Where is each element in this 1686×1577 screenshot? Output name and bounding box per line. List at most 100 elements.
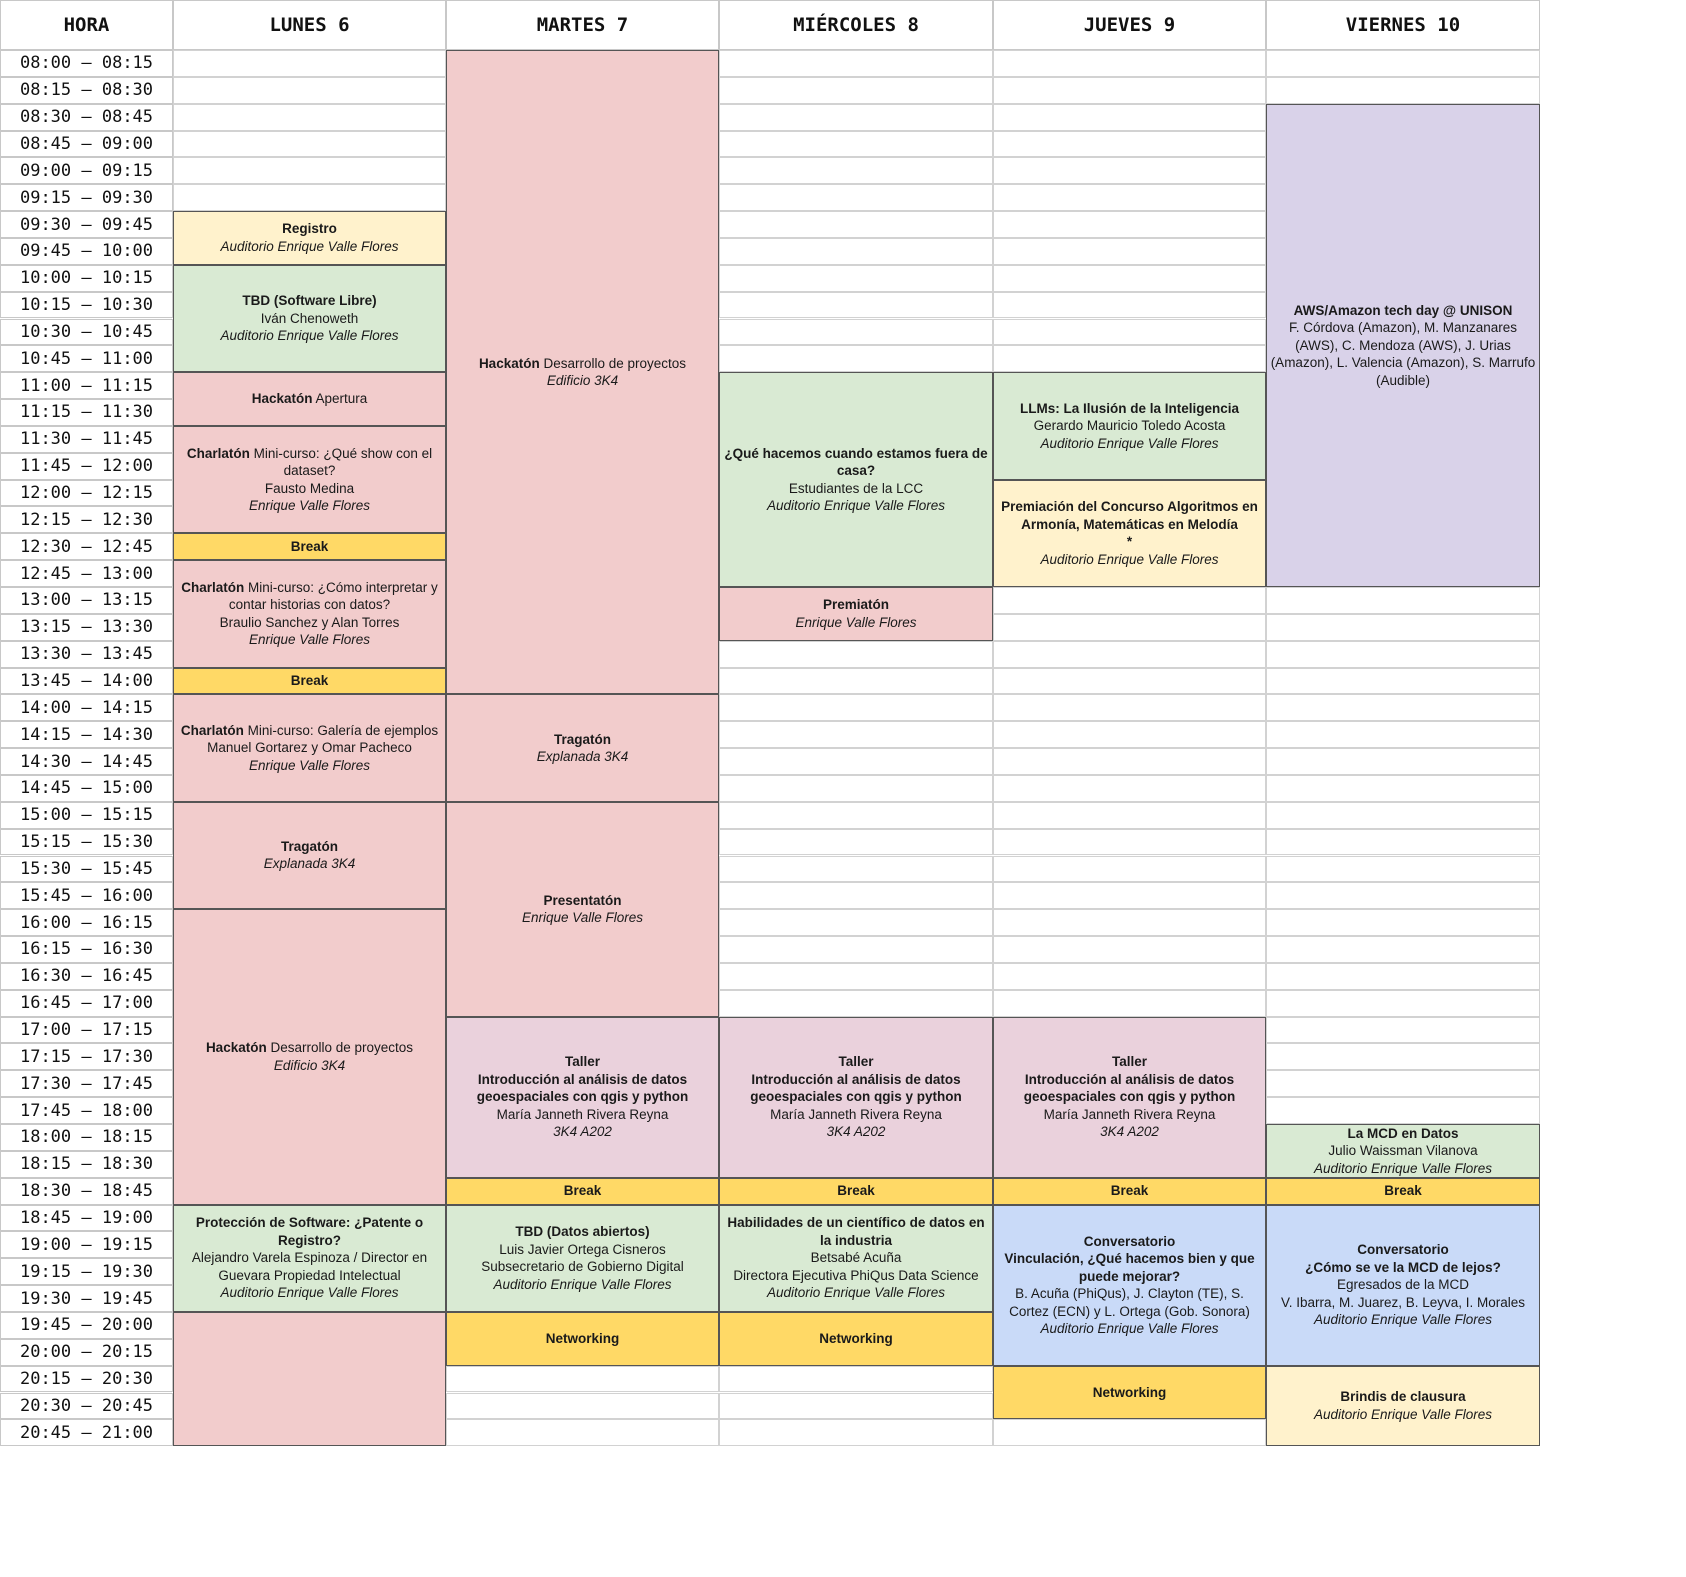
time-slot: 10:30 – 10:45: [0, 318, 173, 346]
empty-slot: [993, 345, 1266, 373]
event-title: AWS/Amazon tech day @ UNISON: [1293, 302, 1513, 318]
event-line: Brindis de clausura: [1340, 1388, 1465, 1406]
event-block[interactable]: Break: [446, 1177, 719, 1205]
schedule-grid: HORA LUNES 6 MARTES 7 MIÉRCOLES 8 JUEVES…: [0, 0, 1540, 1447]
event-line: Auditorio Enrique Valle Flores: [767, 497, 945, 515]
event-text: María Janneth Rivera Reyna: [496, 1106, 669, 1122]
event-line: Break: [837, 1182, 875, 1200]
event-block[interactable]: Premiación del Concurso Algoritmos en Ar…: [993, 479, 1266, 587]
event-block[interactable]: Break: [173, 667, 446, 695]
event-line: Iván Chenoweth: [261, 310, 359, 328]
event-line: ¿Cómo se ve la MCD de lejos?: [1305, 1259, 1501, 1277]
event-text: María Janneth Rivera Reyna: [1043, 1106, 1216, 1122]
event-line: Edificio 3K4: [274, 1057, 345, 1075]
empty-slot: [1266, 855, 1540, 883]
time-slot: 19:00 – 19:15: [0, 1231, 173, 1259]
event-line: Auditorio Enrique Valle Flores: [220, 1284, 398, 1302]
event-block[interactable]: Charlatón Mini-curso: ¿Cómo interpretar …: [173, 560, 446, 668]
time-slot: 20:45 – 21:00: [0, 1419, 173, 1447]
event-block[interactable]: Networking: [446, 1311, 719, 1366]
event-block[interactable]: Conversatorio¿Cómo se ve la MCD de lejos…: [1266, 1204, 1540, 1366]
event-title: Break: [290, 538, 329, 554]
empty-slot: [173, 76, 446, 104]
event-block[interactable]: Protección de Software: ¿Patente o Regis…: [173, 1204, 446, 1312]
event-text: Luis Javier Ortega Cisneros: [499, 1241, 666, 1257]
empty-slot: [719, 157, 993, 185]
event-location: 3K4 A202: [553, 1124, 612, 1140]
empty-slot: [719, 640, 993, 668]
event-line: Luis Javier Ortega Cisneros: [499, 1241, 666, 1259]
time-slot: 08:45 – 09:00: [0, 130, 173, 158]
event-block[interactable]: [173, 1311, 446, 1447]
event-line: Premiatón: [823, 596, 889, 614]
empty-slot: [719, 721, 993, 749]
event-block[interactable]: Networking: [719, 1311, 993, 1366]
event-line: Charlatón Mini-curso: ¿Cómo interpretar …: [177, 579, 442, 614]
header-day-martes: MARTES 7: [446, 0, 719, 50]
event-block[interactable]: Habilidades de un científico de datos en…: [719, 1204, 993, 1312]
event-block[interactable]: Charlatón Mini-curso: ¿Qué show con el d…: [173, 425, 446, 534]
time-slot: 18:45 – 19:00: [0, 1204, 173, 1232]
event-line: Networking: [819, 1330, 893, 1348]
empty-slot: [993, 318, 1266, 346]
event-location: Auditorio Enrique Valle Flores: [1040, 551, 1219, 567]
event-block[interactable]: Break: [993, 1177, 1266, 1205]
event-line: Break: [1111, 1182, 1149, 1200]
event-title: Introducción al análisis de datos geoesp…: [476, 1071, 689, 1105]
event-text: Iván Chenoweth: [260, 310, 359, 326]
event-block[interactable]: Hackatón Apertura: [173, 372, 446, 426]
time-slot: 08:15 – 08:30: [0, 76, 173, 104]
event-line: Hackatón Apertura: [252, 390, 368, 408]
event-block[interactable]: Break: [1266, 1177, 1540, 1205]
empty-slot: [173, 103, 446, 131]
event-title: Break: [1110, 1183, 1149, 1199]
header-day-viernes: VIERNES 10: [1266, 0, 1540, 50]
event-block[interactable]: TBD (Datos abiertos)Luis Javier Ortega C…: [446, 1204, 719, 1312]
event-block[interactable]: Break: [719, 1177, 993, 1205]
event-line: Betsabé Acuña: [811, 1249, 902, 1267]
event-line: Edificio 3K4: [547, 372, 618, 390]
empty-slot: [1266, 828, 1540, 856]
event-line: Auditorio Enrique Valle Flores: [1040, 551, 1218, 569]
event-line: Egresados de la MCD: [1337, 1276, 1469, 1294]
event-line: F. Córdova (Amazon), M. Manzanares (AWS)…: [1270, 319, 1536, 389]
event-location: Auditorio Enrique Valle Flores: [1313, 1312, 1493, 1328]
event-title: Break: [563, 1183, 602, 1199]
event-line: María Janneth Rivera Reyna: [770, 1106, 942, 1124]
empty-slot: [719, 882, 993, 910]
event-block[interactable]: Break: [173, 533, 446, 561]
event-line: Habilidades de un científico de datos en…: [723, 1214, 989, 1249]
event-line: Julio Waissman Vilanova: [1328, 1142, 1477, 1160]
event-line: Tragatón: [281, 838, 338, 856]
event-title: Taller: [1111, 1054, 1147, 1070]
event-title: Registro: [282, 221, 337, 237]
event-block[interactable]: Charlatón Mini-curso: Galería de ejemplo…: [173, 694, 446, 802]
event-block[interactable]: ¿Qué hacemos cuando estamos fuera de cas…: [719, 372, 993, 587]
empty-slot: [719, 748, 993, 775]
empty-slot: [1266, 909, 1540, 937]
time-slot: 11:00 – 11:15: [0, 372, 173, 400]
event-block[interactable]: Networking: [993, 1365, 1266, 1420]
time-slot: 14:45 – 15:00: [0, 774, 173, 802]
empty-slot: [993, 130, 1266, 158]
event-text: Julio Waissman Vilanova: [1328, 1143, 1478, 1159]
time-slot: 09:15 – 09:30: [0, 184, 173, 212]
empty-slot: [993, 211, 1266, 238]
empty-slot: [1266, 1016, 1540, 1044]
